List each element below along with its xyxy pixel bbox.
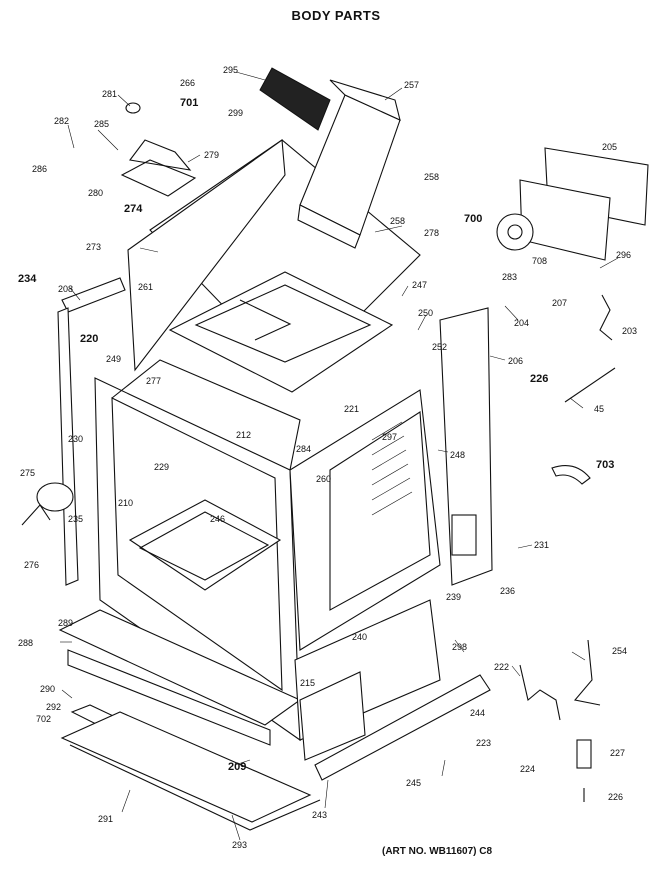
callout-290: 290 bbox=[40, 684, 55, 694]
callout-224: 224 bbox=[520, 764, 535, 774]
callout-239: 239 bbox=[446, 592, 461, 602]
callout-295: 295 bbox=[223, 65, 238, 75]
callout-249: 249 bbox=[106, 354, 121, 364]
callout-229: 229 bbox=[154, 462, 169, 472]
callout-248: 248 bbox=[450, 450, 465, 460]
callout-702: 702 bbox=[36, 714, 51, 724]
callout-276: 276 bbox=[24, 560, 39, 570]
callout-298: 298 bbox=[452, 642, 467, 652]
callout-257: 257 bbox=[404, 80, 419, 90]
callout-275: 275 bbox=[20, 468, 35, 478]
callout-231: 231 bbox=[534, 540, 549, 550]
callout-45: 45 bbox=[594, 404, 604, 414]
art-number: (ART NO. WB11607) C8 bbox=[382, 846, 493, 857]
callout-208: 208 bbox=[58, 284, 73, 294]
callout-274: 274 bbox=[124, 203, 143, 215]
callout-293: 293 bbox=[232, 840, 247, 850]
callout-226b: 226 bbox=[608, 792, 623, 802]
callout-205: 205 bbox=[602, 142, 617, 152]
callout-278: 278 bbox=[424, 228, 439, 238]
callout-285: 285 bbox=[94, 119, 109, 129]
callout-279: 279 bbox=[204, 150, 219, 160]
callout-209: 209 bbox=[228, 761, 246, 773]
callout-297: 297 bbox=[382, 432, 397, 442]
oven-body-outline bbox=[21, 67, 649, 831]
callout-203: 203 bbox=[622, 326, 637, 336]
callout-299: 299 bbox=[228, 108, 243, 118]
callout-215: 215 bbox=[300, 678, 315, 688]
callout-288: 288 bbox=[18, 638, 33, 648]
callout-701: 701 bbox=[180, 97, 198, 109]
callout-708: 708 bbox=[532, 256, 547, 266]
callout-286: 286 bbox=[32, 164, 47, 174]
callout-236: 236 bbox=[500, 586, 515, 596]
callout-222: 222 bbox=[494, 662, 509, 672]
callout-223: 223 bbox=[476, 738, 491, 748]
callout-252: 252 bbox=[432, 342, 447, 352]
callout-204: 204 bbox=[514, 318, 529, 328]
callout-277: 277 bbox=[146, 376, 161, 386]
callout-254: 254 bbox=[612, 646, 627, 656]
callout-289: 289 bbox=[58, 618, 73, 628]
callout-260: 260 bbox=[316, 474, 331, 484]
callout-258a: 258 bbox=[424, 172, 439, 182]
callout-243: 243 bbox=[312, 810, 327, 820]
callout-296: 296 bbox=[616, 250, 631, 260]
callout-292: 292 bbox=[46, 702, 61, 712]
callout-283: 283 bbox=[502, 272, 517, 282]
callout-266: 266 bbox=[180, 78, 195, 88]
callout-227: 227 bbox=[610, 748, 625, 758]
callout-273: 273 bbox=[86, 242, 101, 252]
callout-235: 235 bbox=[68, 514, 83, 524]
callout-282: 282 bbox=[54, 116, 69, 126]
callout-206: 206 bbox=[508, 356, 523, 366]
callout-244: 244 bbox=[470, 708, 485, 718]
callout-212: 212 bbox=[236, 430, 251, 440]
callout-261: 261 bbox=[138, 282, 153, 292]
callout-258b: 258 bbox=[390, 216, 405, 226]
callout-250: 250 bbox=[418, 308, 433, 318]
callout-230: 230 bbox=[68, 434, 83, 444]
callout-226a: 226 bbox=[530, 373, 548, 385]
callout-220: 220 bbox=[80, 333, 98, 345]
callout-221: 221 bbox=[344, 404, 359, 414]
diagram-title: BODY PARTS bbox=[291, 8, 381, 23]
callout-700: 700 bbox=[464, 213, 482, 225]
callout-245: 245 bbox=[406, 778, 421, 788]
callout-280: 280 bbox=[88, 188, 103, 198]
callout-291: 291 bbox=[98, 814, 113, 824]
callout-labels: 295 257 266 281 701 299 282 285 279 286 … bbox=[18, 65, 637, 850]
callout-246: 246 bbox=[210, 514, 225, 524]
callout-284: 284 bbox=[296, 444, 311, 454]
callout-234: 234 bbox=[18, 273, 37, 285]
callout-207: 207 bbox=[552, 298, 567, 308]
callout-240: 240 bbox=[352, 632, 367, 642]
callout-703: 703 bbox=[596, 459, 614, 471]
callout-210: 210 bbox=[118, 498, 133, 508]
callout-247: 247 bbox=[412, 280, 427, 290]
leader-lines bbox=[60, 71, 619, 841]
callout-281: 281 bbox=[102, 89, 117, 99]
